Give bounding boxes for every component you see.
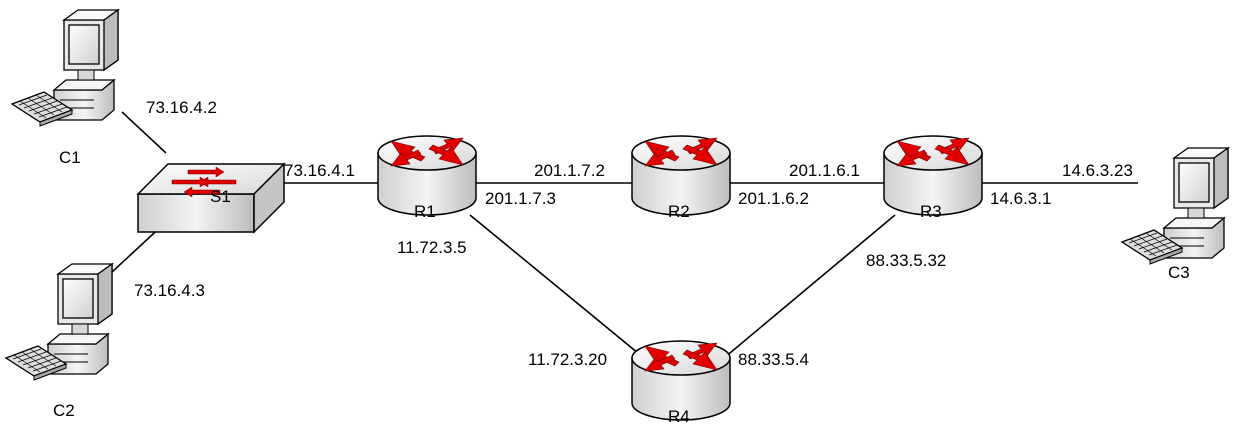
router-r3[interactable]: R3 [883, 135, 983, 221]
ip-label-r2-r1: 201.1.7.2 [534, 161, 605, 180]
address-labels: 73.16.4.2 73.16.4.3 73.16.4.1 201.1.7.3 … [134, 98, 1133, 369]
ip-label-r1-r4: 11.72.3.5 [397, 238, 467, 257]
link-r4-r3 [723, 214, 896, 359]
ip-label-r3-r2: 201.1.6.1 [789, 161, 860, 180]
computer-c3[interactable]: C3 [1121, 147, 1229, 282]
link-c1-s1 [121, 111, 167, 154]
computer-icon [5, 263, 113, 381]
switch-s1[interactable]: S1 [137, 163, 285, 233]
ip-label-c2: 73.16.4.3 [134, 281, 205, 300]
device-label-c3: C3 [1168, 263, 1190, 282]
links [111, 111, 1138, 359]
router-r4[interactable]: R4 [631, 340, 731, 426]
computer-icon [1121, 147, 1229, 265]
device-label-r4: R4 [668, 407, 690, 426]
device-label-r1: R1 [414, 202, 436, 221]
ip-label-s1-r1: 73.16.4.1 [284, 161, 355, 180]
computer-icon [11, 9, 119, 127]
ip-label-c1: 73.16.4.2 [146, 98, 217, 117]
router-r1[interactable]: R1 [377, 135, 477, 221]
ip-label-r2-r3: 201.1.6.2 [738, 189, 809, 208]
device-label-s1: S1 [210, 187, 231, 206]
device-label-r3: R3 [920, 202, 942, 221]
ip-label-r4-r3: 88.33.5.4 [738, 350, 809, 369]
computer-c1[interactable]: C1 [11, 9, 119, 167]
link-r1-r4 [469, 214, 645, 359]
ip-label-r1-r2: 201.1.7.3 [485, 189, 556, 208]
device-label-c2: C2 [53, 401, 75, 420]
computer-c2[interactable]: C2 [5, 263, 113, 420]
ip-label-r4-r1: 11.72.3.20 [528, 350, 607, 369]
device-label-r2: R2 [668, 202, 690, 221]
ip-label-r3-r4: 88.33.5.32 [866, 251, 946, 270]
device-label-c1: C1 [59, 148, 81, 167]
ip-label-c3: 14.6.3.23 [1062, 161, 1133, 180]
router-r2[interactable]: R2 [631, 135, 731, 221]
ip-label-r3-c3: 14.6.3.1 [990, 189, 1051, 208]
